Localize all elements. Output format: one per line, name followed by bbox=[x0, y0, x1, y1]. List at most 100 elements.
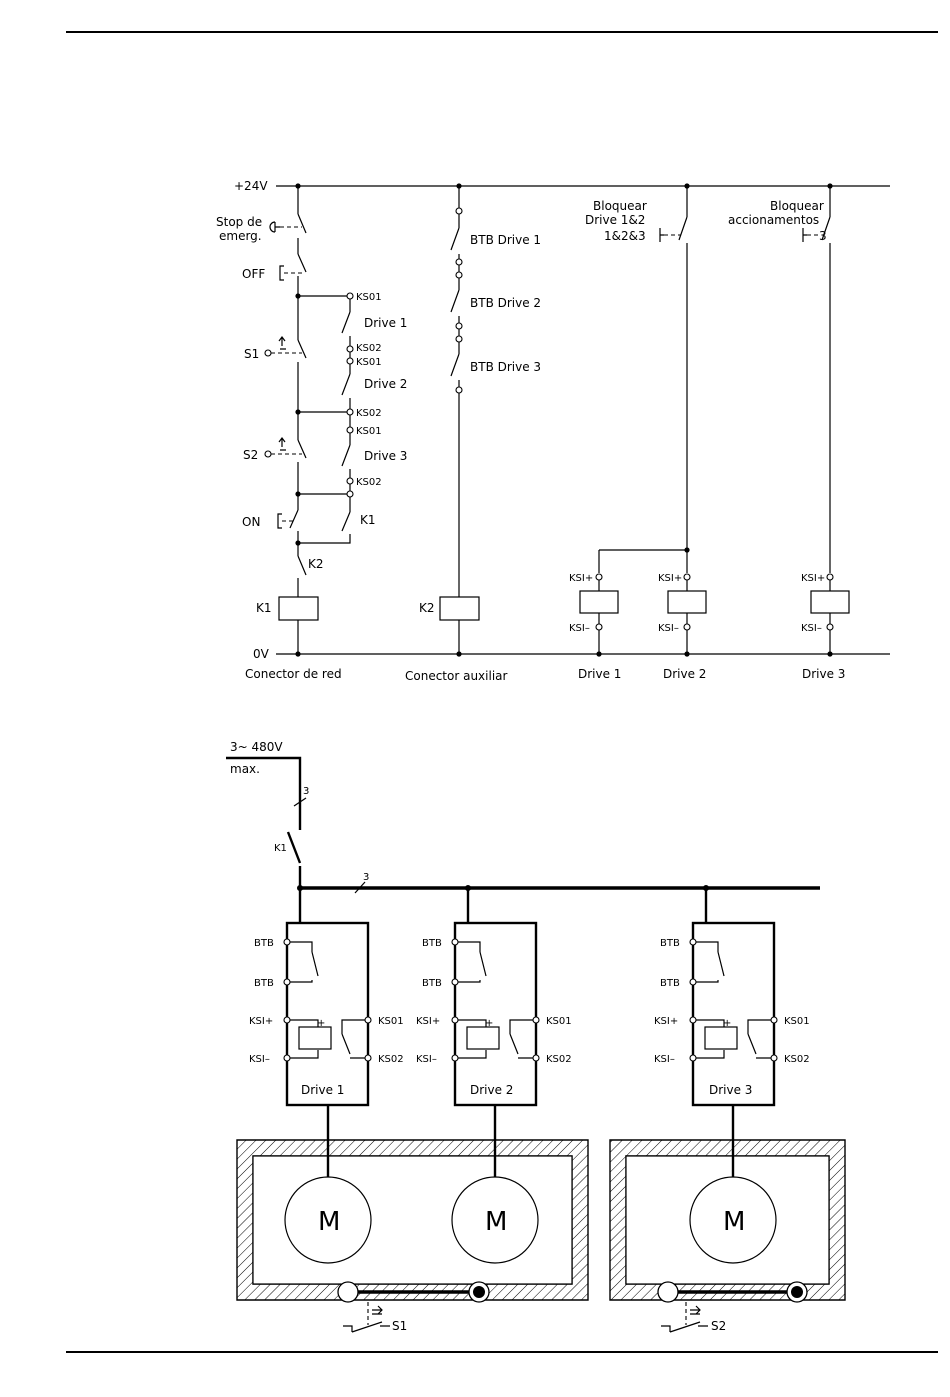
svg-text:KSI–: KSI– bbox=[569, 623, 590, 634]
emergency-stop-label-1: Stop de bbox=[216, 215, 262, 229]
s2-door-switch bbox=[661, 1302, 708, 1333]
svg-text:KS01: KS01 bbox=[378, 1016, 404, 1027]
k1-coil-label: K1 bbox=[256, 601, 272, 615]
drive1-ksi-block: KSI+ KSI– bbox=[569, 573, 619, 654]
phase-count-label-1: 3 bbox=[303, 786, 309, 797]
svg-text:KS02: KS02 bbox=[546, 1054, 572, 1065]
s2-switch bbox=[264, 437, 307, 494]
motor-3 bbox=[689, 1176, 777, 1264]
lock12-label-1: Bloquear bbox=[593, 199, 647, 213]
btb-drive3-label: BTB Drive 3 bbox=[470, 360, 541, 374]
svg-text:KS02: KS02 bbox=[784, 1054, 810, 1065]
k1-relay-coil bbox=[278, 596, 319, 621]
drive3-unit: BTB BTB KSI+ KSI– + KS01 KS02 Drive 3 bbox=[654, 885, 810, 1178]
btb-drive2-label: BTB Drive 2 bbox=[470, 296, 541, 310]
svg-text:M: M bbox=[723, 1207, 745, 1237]
k2-relay-coil bbox=[439, 596, 480, 621]
svg-text:M: M bbox=[485, 1207, 507, 1237]
s2-door-label: S2 bbox=[711, 1319, 726, 1333]
s1-door-switch bbox=[343, 1302, 390, 1333]
svg-text:+: + bbox=[485, 1018, 493, 1029]
drive1-contact-label: Drive 1 bbox=[364, 316, 407, 330]
s1-label: S1 bbox=[244, 347, 259, 361]
svg-text:BTB: BTB bbox=[254, 938, 274, 949]
k1-main-contactor bbox=[286, 831, 302, 888]
lock3-label-2: accionamentos bbox=[728, 213, 819, 227]
phase-count-label-2: 3 bbox=[363, 872, 369, 883]
lock3-label-3: 3 bbox=[819, 229, 827, 243]
k1-contact-label: K1 bbox=[360, 513, 376, 527]
lock3-label-1: Bloquear bbox=[770, 199, 824, 213]
k1-hold-contact bbox=[298, 497, 351, 544]
svg-text:+: + bbox=[317, 1018, 325, 1029]
svg-text:BTB: BTB bbox=[254, 978, 274, 989]
s1-door-label: S1 bbox=[392, 1319, 407, 1333]
drive1-unit: BTB BTB KSI+ KSI– + KS01 KS02 Drive 1 bbox=[249, 888, 404, 1178]
guard-enclosure-2: M bbox=[609, 1139, 846, 1303]
guard-enclosure-1: M M bbox=[236, 1139, 589, 1303]
ks01-label-3: KS01 bbox=[356, 426, 382, 437]
svg-text:KSI+: KSI+ bbox=[249, 1016, 273, 1027]
lock3-switch bbox=[802, 186, 831, 573]
off-label: OFF bbox=[242, 267, 265, 281]
s1-switch bbox=[264, 336, 307, 410]
supply-max-label: max. bbox=[230, 762, 260, 776]
svg-text:KS02: KS02 bbox=[378, 1054, 404, 1065]
motor-2 bbox=[451, 1176, 539, 1264]
control-circuit: +24V 0V Stop de emerg. OFF bbox=[216, 179, 890, 683]
ks01-label-1: KS01 bbox=[356, 292, 382, 303]
drive2-ksi-block: KSI+ KSI– bbox=[658, 573, 707, 654]
svg-text:M: M bbox=[318, 1207, 340, 1237]
connector-mains-label: Conector de red bbox=[245, 667, 342, 681]
ks02-label-3: KS02 bbox=[356, 477, 382, 488]
footer-drive1-label: Drive 1 bbox=[578, 667, 621, 681]
k1-main-label: K1 bbox=[274, 843, 287, 854]
svg-text:KSI+: KSI+ bbox=[569, 573, 593, 584]
connector-aux-label: Conector auxiliar bbox=[405, 669, 508, 683]
k2-coil-label: K2 bbox=[419, 601, 435, 615]
k2-contact bbox=[297, 543, 307, 597]
svg-text:BTB: BTB bbox=[660, 938, 680, 949]
ks01-label-2: KS01 bbox=[356, 357, 382, 368]
svg-text:KSI+: KSI+ bbox=[801, 573, 825, 584]
footer-drive3-label: Drive 3 bbox=[802, 667, 845, 681]
svg-text:KSI–: KSI– bbox=[249, 1054, 270, 1065]
power-circuit: 3~ 480V max. 3 K1 3 BTB BTB KSI+ KSI– bbox=[226, 740, 846, 1333]
s2-label: S2 bbox=[243, 448, 258, 462]
drive2-contact-label: Drive 2 bbox=[364, 377, 407, 391]
ground-label: 0V bbox=[253, 647, 270, 661]
supply-label: +24V bbox=[234, 179, 268, 193]
lock12-label-2: Drive 1&2 bbox=[585, 213, 645, 227]
lock12-label-3: 1&2&3 bbox=[604, 229, 646, 243]
motor-1 bbox=[284, 1176, 372, 1264]
svg-text:KSI+: KSI+ bbox=[654, 1016, 678, 1027]
svg-text:KS01: KS01 bbox=[546, 1016, 572, 1027]
footer-drive2-label: Drive 2 bbox=[663, 667, 706, 681]
on-switch bbox=[277, 494, 299, 543]
svg-text:KSI–: KSI– bbox=[658, 623, 679, 634]
off-switch bbox=[279, 253, 307, 296]
svg-text:Drive 2: Drive 2 bbox=[470, 1083, 513, 1097]
drive2-unit: BTB BTB KSI+ KSI– + KS01 KS02 Drive 2 bbox=[416, 885, 572, 1178]
drive3-contact-label: Drive 3 bbox=[364, 449, 407, 463]
lock12-switch bbox=[659, 186, 688, 550]
on-label: ON bbox=[242, 515, 260, 529]
btb-drive1-label: BTB Drive 1 bbox=[470, 233, 541, 247]
supply-voltage-label: 3~ 480V bbox=[230, 740, 283, 754]
svg-text:Drive 1: Drive 1 bbox=[301, 1083, 344, 1097]
drive3-ksi-block: KSI+ KSI– bbox=[801, 573, 850, 654]
svg-text:KSI–: KSI– bbox=[416, 1054, 437, 1065]
svg-text:KS01: KS01 bbox=[784, 1016, 810, 1027]
svg-text:KSI–: KSI– bbox=[654, 1054, 675, 1065]
svg-text:BTB: BTB bbox=[660, 978, 680, 989]
emergency-stop-switch bbox=[269, 186, 307, 254]
svg-text:KSI–: KSI– bbox=[801, 623, 822, 634]
svg-text:KSI+: KSI+ bbox=[416, 1016, 440, 1027]
ks02-label-2: KS02 bbox=[356, 408, 382, 419]
svg-text:+: + bbox=[723, 1018, 731, 1029]
ks02-label-1: KS02 bbox=[356, 343, 382, 354]
k2-contact-label: K2 bbox=[308, 557, 324, 571]
emergency-stop-label-2: emerg. bbox=[219, 229, 262, 243]
svg-text:KSI+: KSI+ bbox=[658, 573, 682, 584]
